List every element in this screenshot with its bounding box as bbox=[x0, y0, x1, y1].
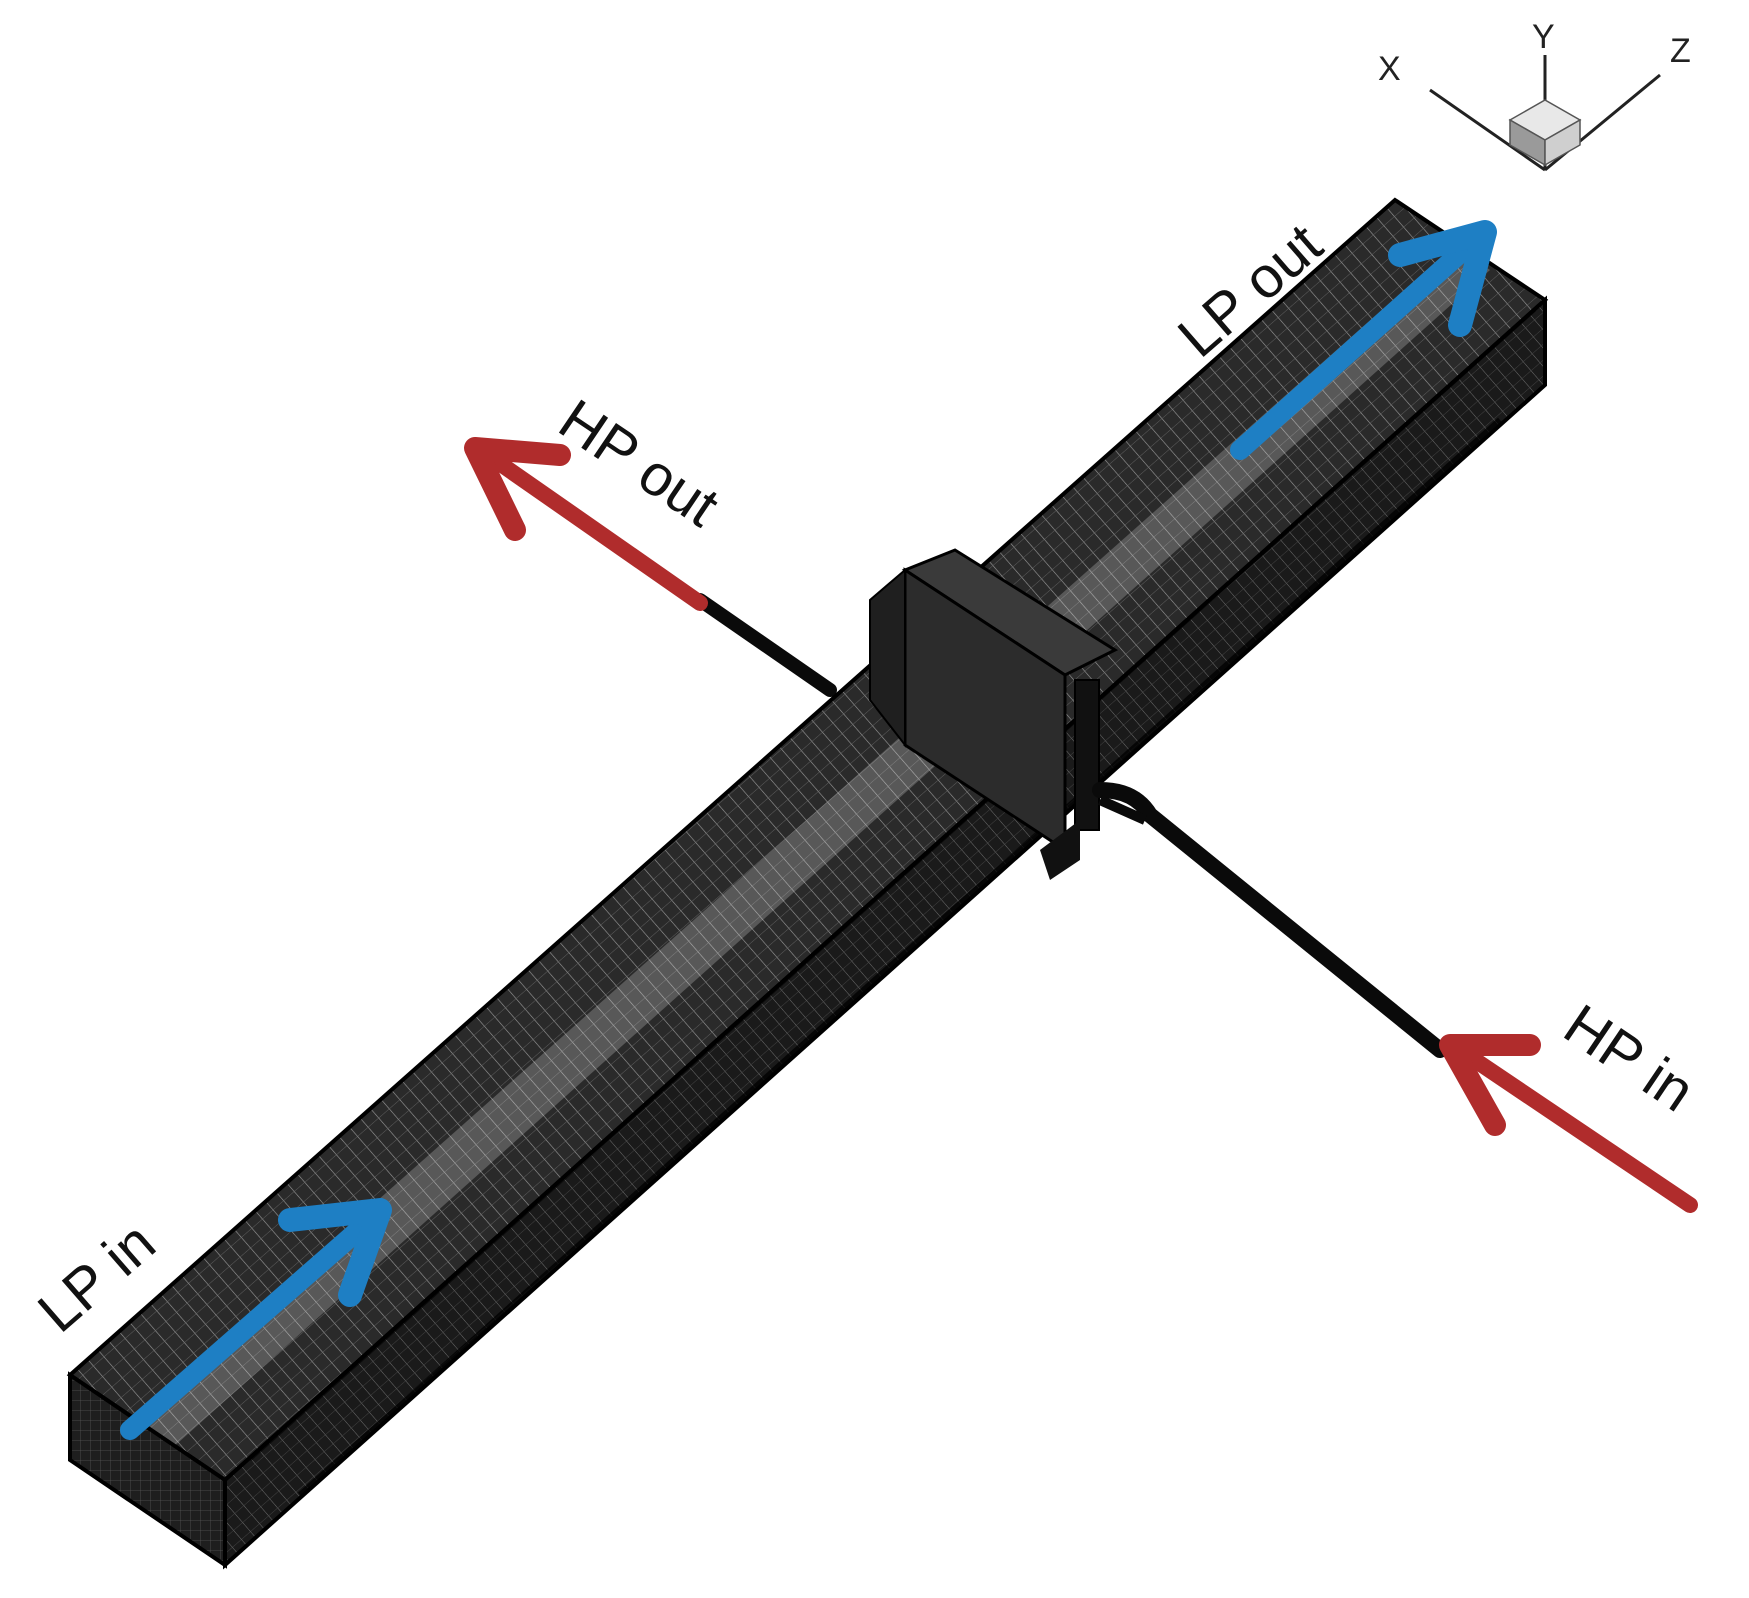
lp-channel-side-face bbox=[223, 295, 1547, 1570]
axis-cube-right bbox=[1544, 118, 1581, 167]
hp-tube-lower bbox=[1092, 782, 1448, 1058]
axis-label-z: Z bbox=[1670, 32, 1691, 70]
axis-triad: X Y Z bbox=[1378, 18, 1691, 172]
axis-label-x: X bbox=[1378, 50, 1401, 88]
central-block bbox=[869, 548, 1119, 880]
axis-label-y: Y bbox=[1532, 18, 1555, 56]
hp-in-arrow bbox=[1439, 1034, 1698, 1213]
lp-channel-end-face bbox=[68, 1371, 227, 1569]
lp-out-arrow bbox=[1230, 220, 1497, 460]
lp-channel bbox=[66, 197, 1549, 1570]
central-block-slot bbox=[1074, 679, 1100, 831]
hp-out-arrow bbox=[464, 437, 708, 611]
lp-channel-top-sheen bbox=[130, 245, 1490, 1450]
lp-in-arrow bbox=[120, 1198, 392, 1440]
hp-tube-upper bbox=[693, 593, 837, 697]
central-block-foot bbox=[1040, 820, 1080, 880]
label-hp-in: HP in bbox=[1553, 992, 1706, 1125]
central-block-left bbox=[869, 567, 906, 748]
axis-x-line bbox=[1429, 88, 1546, 172]
